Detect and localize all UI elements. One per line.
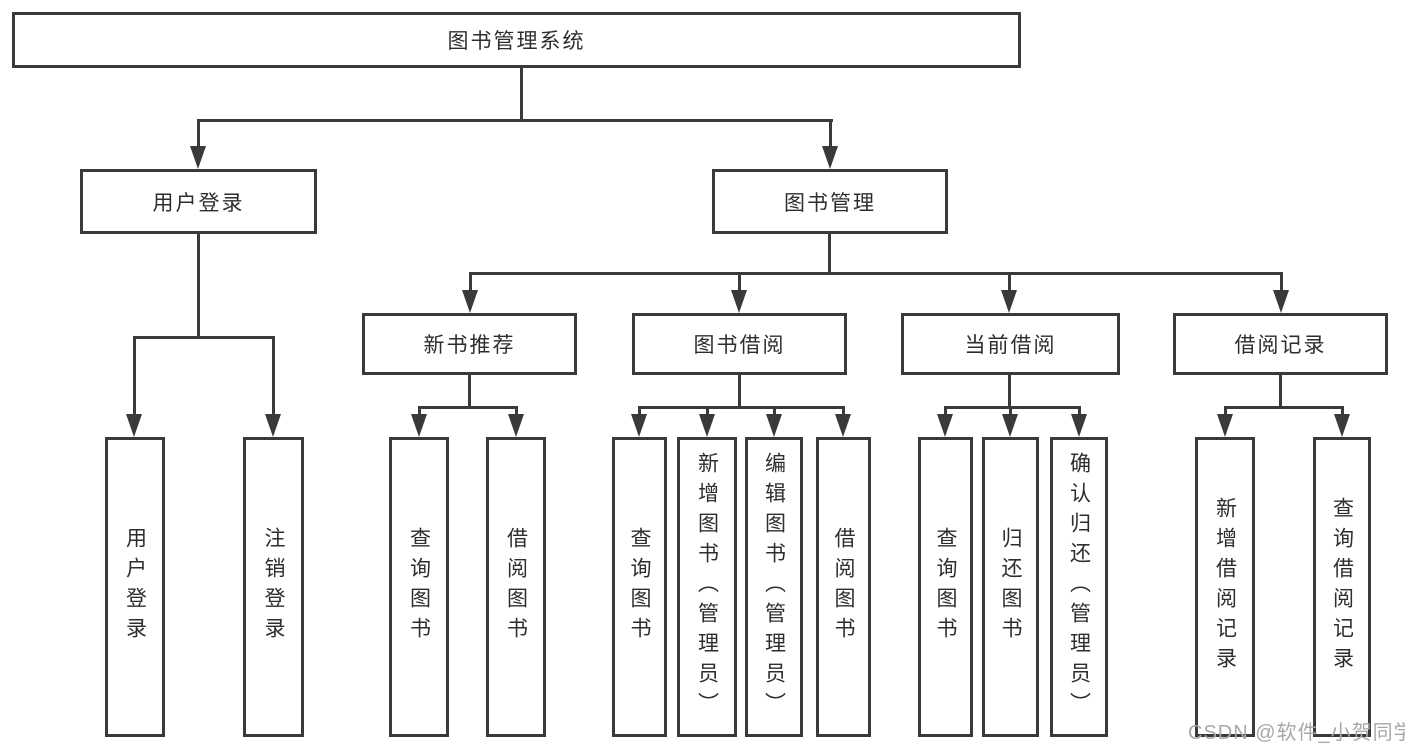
connector-line	[1008, 272, 1011, 292]
connector-line	[1279, 375, 1282, 408]
arrow-down-icon	[822, 146, 838, 169]
arrow-down-icon	[631, 414, 647, 437]
connector-line	[1224, 406, 1227, 416]
leaf-label: 借阅图书	[832, 527, 855, 647]
arrow-down-icon	[766, 414, 782, 437]
node-new-book-recommend: 新书推荐	[362, 313, 577, 375]
arrow-down-icon	[1002, 414, 1018, 437]
leaf-logout: 注销登录	[243, 437, 304, 737]
leaf-borrow-books: 借阅图书	[816, 437, 871, 737]
connector-line	[944, 406, 947, 416]
leaf-edit-books-admin: 编辑图书（管理员）	[745, 437, 803, 737]
connector-line	[1009, 406, 1012, 416]
leaf-label: 注销登录	[262, 527, 285, 647]
connector-line	[842, 406, 845, 416]
leaf-confirm-return-admin: 确认归还（管理员）	[1050, 437, 1108, 737]
connector-line	[738, 375, 741, 408]
leaf-label: 借阅图书	[504, 527, 528, 647]
arrow-down-icon	[731, 290, 747, 313]
node-book-borrowing: 图书借阅	[632, 313, 847, 375]
leaf-label: 查询图书	[628, 527, 651, 647]
connector-line	[133, 336, 136, 416]
connector-line	[469, 272, 1283, 275]
connector-line	[829, 119, 832, 147]
connector-line	[1008, 375, 1011, 408]
node-borrowing-records: 借阅记录	[1173, 313, 1388, 375]
leaf-label: 编辑图书（管理员）	[762, 452, 786, 722]
connector-line	[468, 375, 471, 408]
connector-line	[418, 406, 421, 416]
leaf-add-books-admin: 新增图书（管理员）	[677, 437, 737, 737]
leaf-query-books-borrowing: 查询图书	[612, 437, 667, 737]
connector-line	[272, 336, 275, 416]
arrow-down-icon	[1071, 414, 1087, 437]
arrow-down-icon	[508, 414, 524, 437]
leaf-label: 查询借阅记录	[1330, 497, 1354, 677]
connector-line	[738, 272, 741, 292]
leaf-label: 查询图书	[407, 527, 431, 647]
connector-line	[1341, 406, 1344, 416]
leaf-user-login: 用户登录	[105, 437, 165, 737]
connector-line	[944, 406, 1081, 409]
connector-line	[1224, 406, 1344, 409]
leaf-query-books-recommend: 查询图书	[389, 437, 449, 737]
leaf-add-borrow-record: 新增借阅记录	[1195, 437, 1255, 737]
leaf-label: 确认归还（管理员）	[1067, 452, 1091, 722]
arrow-down-icon	[937, 414, 953, 437]
connector-line	[197, 119, 833, 122]
connector-line	[638, 406, 641, 416]
leaf-label: 新增图书（管理员）	[695, 452, 719, 722]
leaf-query-borrow-record: 查询借阅记录	[1313, 437, 1371, 737]
connector-line	[418, 406, 518, 409]
leaf-label: 新增借阅记录	[1213, 497, 1237, 677]
node-library-system: 图书管理系统	[12, 12, 1021, 68]
connector-line	[706, 406, 709, 416]
connector-line	[469, 272, 472, 292]
leaf-query-books-current: 查询图书	[918, 437, 973, 737]
connector-line	[1280, 272, 1283, 292]
arrow-down-icon	[1217, 414, 1233, 437]
connector-line	[133, 336, 275, 339]
connector-line	[828, 234, 831, 274]
arrow-down-icon	[411, 414, 427, 437]
connector-line	[1078, 406, 1081, 416]
node-book-management: 图书管理	[712, 169, 948, 234]
watermark: CSDN @软件_小贺同学	[1188, 722, 1405, 744]
node-user-login: 用户登录	[80, 169, 317, 234]
arrow-down-icon	[1001, 290, 1017, 313]
leaf-borrow-books-recommend: 借阅图书	[486, 437, 546, 737]
connector-line	[638, 406, 845, 409]
connector-line	[515, 406, 518, 416]
arrow-down-icon	[190, 146, 206, 169]
leaf-label: 归还图书	[999, 527, 1022, 647]
arrow-down-icon	[126, 414, 142, 437]
connector-line	[197, 234, 200, 336]
leaf-return-books: 归还图书	[982, 437, 1039, 737]
arrow-down-icon	[1334, 414, 1350, 437]
arrow-down-icon	[1273, 290, 1289, 313]
leaf-label: 用户登录	[123, 527, 147, 647]
node-current-borrowing: 当前借阅	[901, 313, 1120, 375]
arrow-down-icon	[835, 414, 851, 437]
leaf-label: 查询图书	[934, 527, 957, 647]
arrow-down-icon	[265, 414, 281, 437]
connector-line	[197, 119, 200, 147]
arrow-down-icon	[462, 290, 478, 313]
connector-line	[520, 68, 523, 119]
connector-line	[773, 406, 776, 416]
arrow-down-icon	[699, 414, 715, 437]
